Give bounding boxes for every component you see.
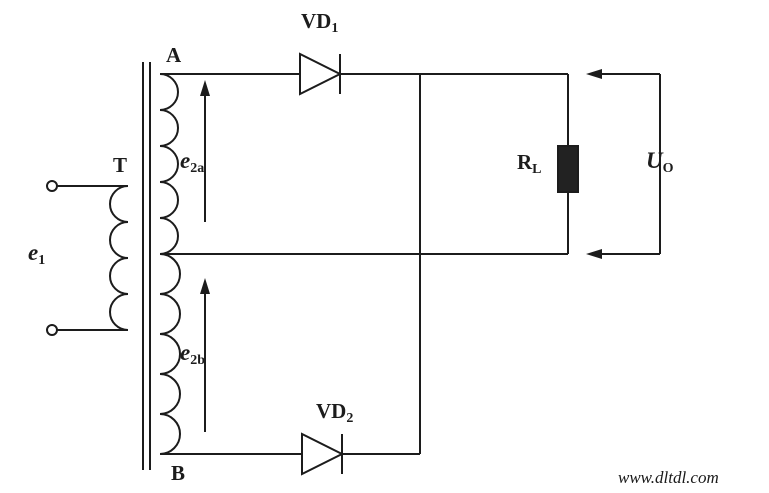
label-e2b: e2b	[180, 340, 206, 368]
e2a-arrow	[200, 80, 210, 222]
uo-arrow-bottom-head	[586, 249, 602, 259]
label-rl: RL	[517, 150, 542, 177]
diode-vd2-triangle	[301, 432, 345, 476]
secondary-coil-upper	[159, 73, 179, 255]
label-vd1: VD1	[301, 9, 339, 36]
diode-vd1-triangle	[299, 52, 343, 96]
secondary-coil-lower	[159, 253, 181, 455]
label-e1: e1	[28, 240, 46, 268]
load-resistor	[557, 145, 579, 193]
uo-arrow-top-head	[586, 69, 602, 79]
input-terminal-bottom	[46, 324, 58, 336]
primary-coil	[109, 185, 129, 331]
input-terminal-top	[46, 180, 58, 192]
e2b-arrow	[200, 278, 210, 432]
label-node-a: A	[166, 43, 182, 67]
label-node-b: B	[171, 461, 186, 485]
watermark-text: www.dltdl.com	[618, 468, 719, 487]
diode-vd2	[301, 432, 345, 476]
output-voltage-bracket	[586, 69, 661, 259]
label-e2a: e2a	[180, 148, 205, 176]
diode-vd1	[299, 52, 343, 96]
label-transformer: T	[113, 153, 128, 177]
label-vd2: VD2	[316, 399, 354, 426]
label-uo: UO	[646, 148, 674, 176]
